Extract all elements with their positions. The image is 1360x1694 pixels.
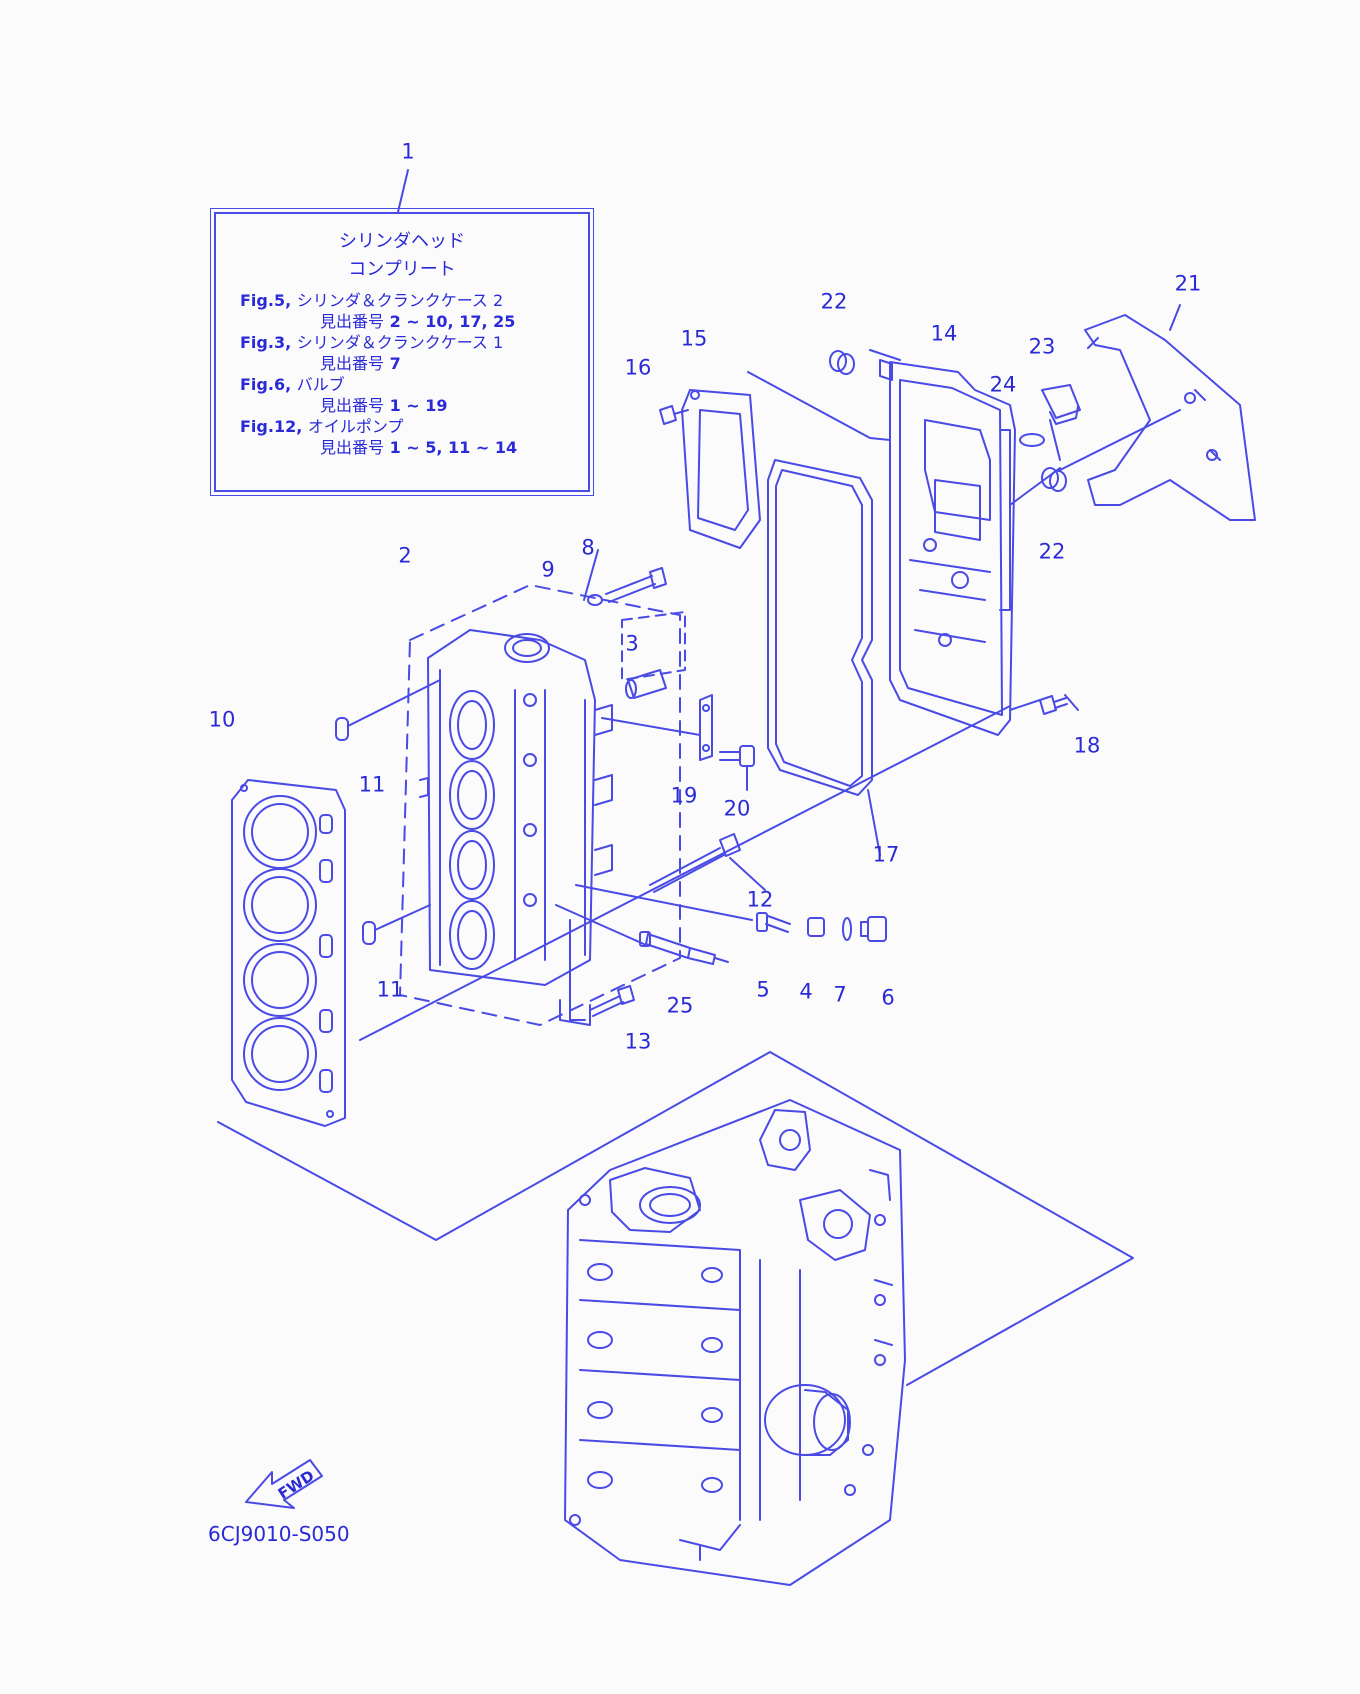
reference-prefix: 見出番号	[320, 312, 385, 331]
plug-3	[621, 611, 686, 699]
cylinder-head-cover-14	[879, 359, 1016, 736]
leader-22b	[1059, 409, 1181, 471]
reference-items: 1 ~ 19	[389, 396, 448, 415]
leader-18	[1009, 694, 1079, 711]
callout-12: 12	[746, 887, 774, 912]
reference-fig3: Fig.3, シリンダ＆クランクケース 1	[240, 332, 588, 353]
info-title-line2: コンプリート	[348, 259, 456, 280]
leader-9	[583, 549, 599, 601]
reference-items-fig5: 見出番号 2 ~ 10, 17, 25	[320, 311, 588, 332]
callout-2: 2	[398, 543, 412, 568]
assembly-reference-box: シリンダヘッド コンプリート Fig.5, シリンダ＆クランクケース 2 見出番…	[210, 208, 594, 496]
reference-fig: Fig.6,	[240, 375, 292, 394]
reference-items: 2 ~ 10, 17, 25	[389, 312, 516, 331]
reference-prefix: 見出番号	[320, 438, 385, 457]
callout-19: 19	[670, 783, 698, 808]
callout-24: 24	[989, 372, 1017, 397]
callout-8: 8	[581, 535, 595, 560]
washer-9	[587, 594, 603, 606]
reference-items: 7	[389, 354, 401, 373]
reference-fig: Fig.5,	[240, 291, 292, 310]
callout-13: 13	[624, 1029, 652, 1054]
crankcase	[564, 1099, 906, 1586]
forward-arrow-icon	[245, 1459, 323, 1509]
plug-6	[860, 916, 887, 942]
leader-19	[601, 717, 701, 736]
reference-name: シリンダ＆クランクケース 2	[296, 291, 504, 310]
bracket-19	[699, 694, 713, 761]
bolt-12	[649, 833, 766, 893]
oil-filler-cap-23	[1041, 384, 1081, 425]
reference-items: 1 ~ 5, 11 ~ 14	[389, 438, 518, 457]
reference-fig12: Fig.12, オイルポンプ	[240, 416, 588, 437]
bolt-13	[589, 985, 635, 1017]
callout-21: 21	[1174, 271, 1202, 296]
leader-21	[1169, 304, 1181, 331]
callout-7: 7	[833, 982, 847, 1007]
reference-fig: Fig.3,	[240, 333, 292, 352]
callout-15: 15	[680, 326, 708, 351]
callout-11-lower: 11	[376, 977, 404, 1002]
cover-gasket-17	[767, 459, 881, 856]
callout-25: 25	[666, 993, 694, 1018]
cylinder-head-gasket	[231, 779, 346, 1127]
callout-6: 6	[881, 985, 895, 1010]
reference-fig5: Fig.5, シリンダ＆クランクケース 2	[240, 290, 588, 311]
cylinder-head	[399, 584, 681, 1026]
callout-17: 17	[872, 842, 900, 867]
callout-5: 5	[756, 977, 770, 1002]
callout-20: 20	[723, 796, 751, 821]
callout-18: 18	[1073, 733, 1101, 758]
fwd-label: FWD	[275, 1466, 318, 1502]
reference-name: オイルポンプ	[307, 417, 404, 436]
drawing-code: 6CJ9010-S050	[208, 1522, 350, 1546]
bolt-5	[756, 912, 791, 933]
callout-10: 10	[208, 707, 236, 732]
reference-items-fig12: 見出番号 1 ~ 5, 11 ~ 14	[320, 437, 588, 458]
reference-fig: Fig.12,	[240, 417, 303, 436]
o-ring-7	[842, 917, 852, 941]
leader-13	[569, 919, 586, 1021]
bolt-20	[719, 745, 755, 791]
grommet-22-lower	[1041, 467, 1067, 492]
bolt-16	[659, 405, 689, 425]
assembly-outline	[217, 371, 1134, 1386]
callout-22-lower: 22	[1038, 539, 1066, 564]
reference-name: バルブ	[296, 375, 345, 394]
reference-prefix: 見出番号	[320, 396, 385, 415]
callout-22-upper: 22	[820, 289, 848, 314]
dowel-pins	[335, 679, 441, 945]
bolt-18	[1039, 695, 1068, 715]
callout-3: 3	[625, 631, 639, 656]
grommet-22-upper	[829, 350, 855, 375]
callout-16: 16	[624, 355, 652, 380]
spark-plug-25	[639, 931, 729, 965]
callout-1: 1	[401, 139, 415, 164]
outer-cover-21	[1084, 314, 1256, 521]
leader-1	[397, 169, 409, 213]
reference-prefix: 見出番号	[320, 354, 385, 373]
leader-25	[555, 904, 647, 946]
o-ring-24	[1019, 433, 1045, 447]
bolt-8	[605, 567, 667, 603]
reference-items-fig3: 見出番号 7	[320, 353, 588, 374]
callout-4: 4	[799, 979, 813, 1004]
gasket-15	[681, 389, 761, 549]
reference-name: シリンダ＆クランクケース 1	[296, 333, 504, 352]
callout-11-upper: 11	[358, 772, 386, 797]
reference-items-fig6: 見出番号 1 ~ 19	[320, 395, 588, 416]
info-title-line1: シリンダヘッド	[339, 231, 465, 252]
sleeve-4	[807, 917, 825, 937]
leader-5	[575, 884, 753, 921]
callout-9: 9	[541, 557, 555, 582]
reference-fig6: Fig.6, バルブ	[240, 374, 588, 395]
callout-23: 23	[1028, 334, 1056, 359]
leader-22a	[869, 349, 901, 361]
callout-14: 14	[930, 321, 958, 346]
leader-23	[1049, 419, 1061, 461]
